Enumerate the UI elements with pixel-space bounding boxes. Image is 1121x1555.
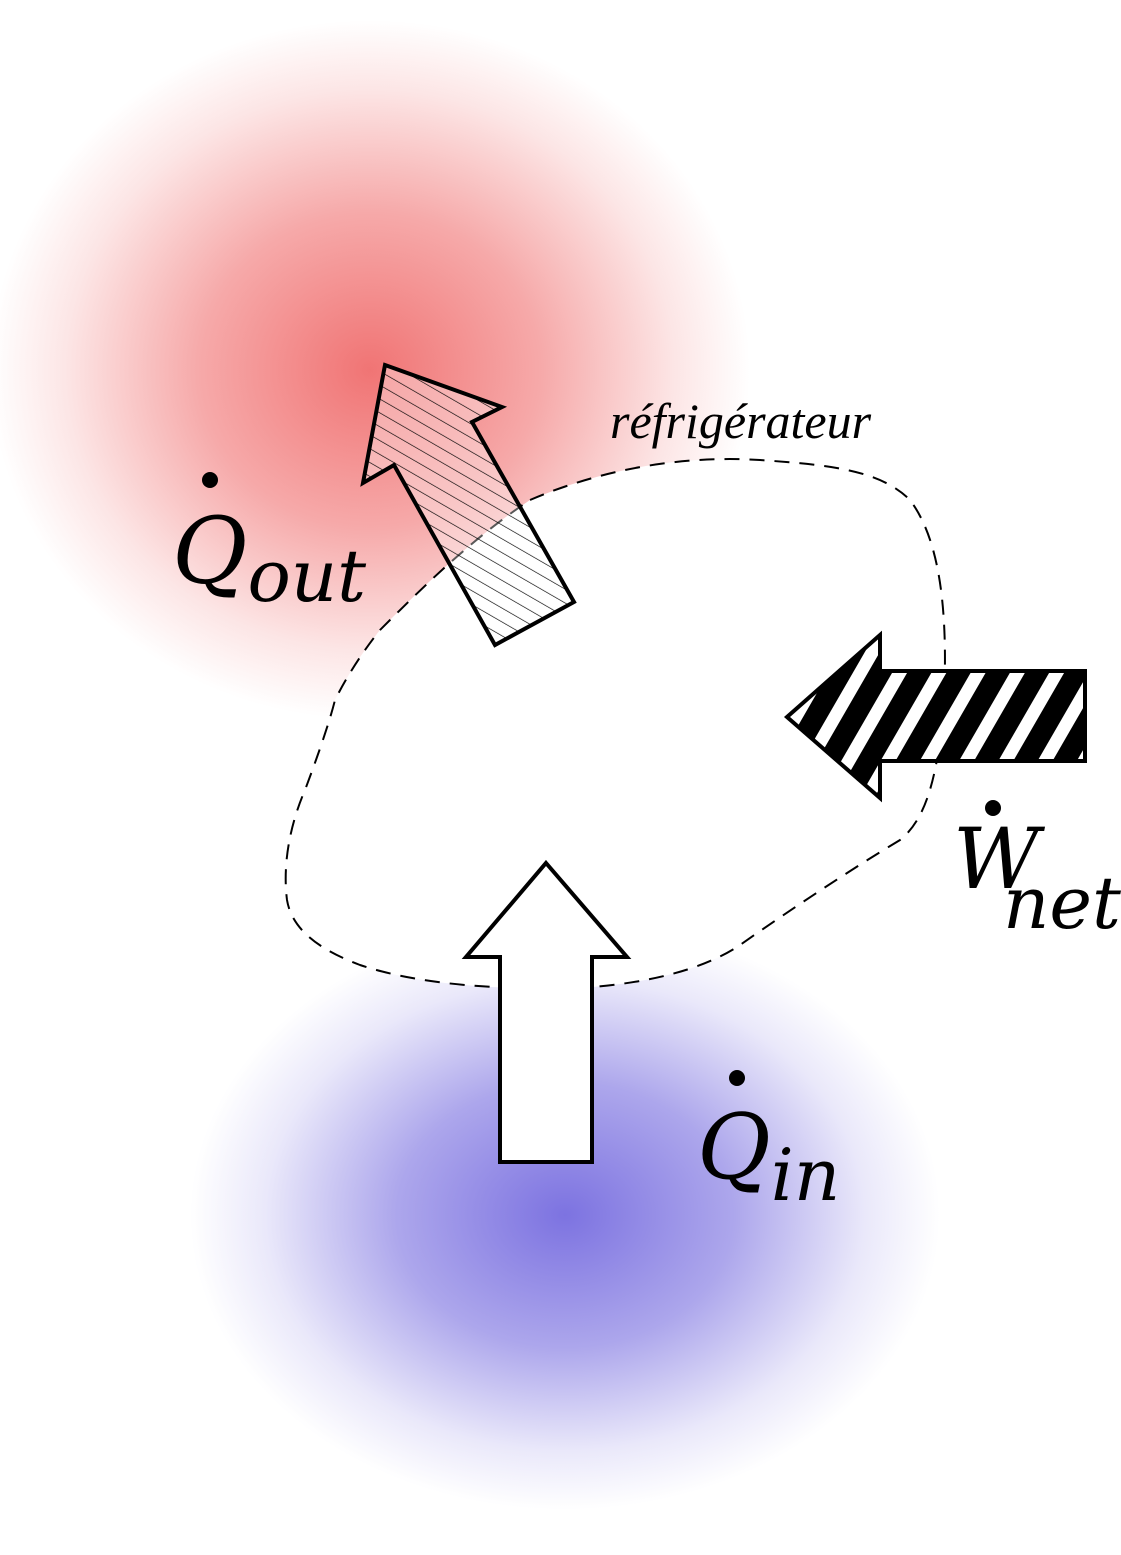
heat-in-symbol: Q — [697, 1095, 771, 1200]
heat-out-label: Qout — [172, 472, 367, 618]
work-net-symbol: W — [953, 810, 1046, 908]
svg-text:Qin: Qin — [697, 1095, 840, 1217]
system-interior — [285, 459, 945, 989]
work-net-label: Wnet — [953, 800, 1121, 945]
heat-in-arrow-icon — [461, 859, 632, 1164]
svg-text:Qout: Qout — [172, 498, 367, 618]
heat-in-subscript: in — [771, 1133, 840, 1217]
heat-out-arrow-icon — [360, 362, 577, 648]
work-net-subscript: net — [1003, 861, 1121, 945]
system-label: réfrigérateur — [610, 393, 872, 449]
work-net-arrow-icon — [783, 630, 1087, 803]
svg-text:Wnet: Wnet — [953, 810, 1121, 945]
heat-in-label: Qin — [697, 1070, 840, 1217]
heat-out-symbol: Q — [172, 498, 247, 605]
cold-reservoir-glow — [190, 920, 940, 1510]
heat-in-rate-dot — [729, 1070, 745, 1086]
heat-out-rate-dot — [202, 472, 218, 488]
work-net-rate-dot — [985, 800, 1001, 816]
heat-out-subscript: out — [247, 534, 367, 618]
system-boundary — [284, 458, 946, 990]
